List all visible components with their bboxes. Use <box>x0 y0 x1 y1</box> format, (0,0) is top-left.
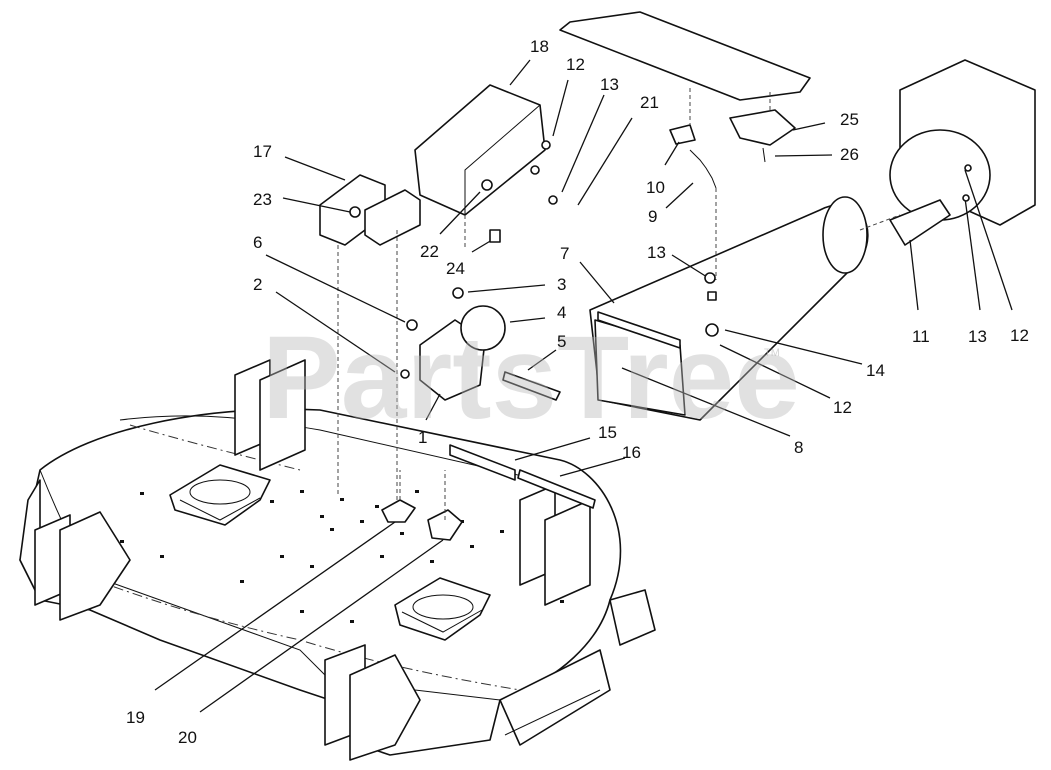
callout-25: 25 <box>840 110 859 129</box>
callout-7: 7 <box>560 244 569 263</box>
callout-17: 17 <box>253 142 272 161</box>
callout-2: 2 <box>253 275 262 294</box>
spindle-mount-upper <box>169 464 271 526</box>
leader-lines <box>154 59 1013 713</box>
baffle-fins <box>34 359 656 761</box>
callout-12c: 12 <box>1010 326 1029 345</box>
fasteners <box>349 140 972 379</box>
spindle-mount-lower <box>394 577 491 641</box>
callout-19: 19 <box>126 708 145 727</box>
callout-22: 22 <box>420 242 439 261</box>
callout-16: 16 <box>622 443 641 462</box>
callout-5: 5 <box>557 332 566 351</box>
callout-1: 1 <box>418 428 427 447</box>
mower-deck <box>19 359 656 761</box>
bagger-housing <box>889 59 1036 246</box>
callout-26: 26 <box>840 145 859 164</box>
discharge-chute <box>589 196 869 421</box>
knob-19 <box>381 499 416 523</box>
callout-12: 12 <box>566 55 585 74</box>
callout-12b: 12 <box>833 398 852 417</box>
callout-18: 18 <box>530 37 549 56</box>
callout-6: 6 <box>253 233 262 252</box>
callout-labels: 18 12 13 21 17 23 22 24 6 2 3 4 5 1 10 9… <box>126 37 1029 747</box>
callout-21: 21 <box>640 93 659 112</box>
callout-24: 24 <box>446 259 465 278</box>
top-plate <box>559 11 811 163</box>
callout-10: 10 <box>646 178 665 197</box>
callout-13: 13 <box>600 75 619 94</box>
callout-23: 23 <box>253 190 272 209</box>
spring-9 <box>689 149 717 189</box>
callout-13c: 13 <box>968 327 987 346</box>
callout-11: 11 <box>912 327 930 346</box>
callout-14: 14 <box>866 361 885 380</box>
ball-4 <box>460 305 506 351</box>
watermark: PartsTree <box>262 312 800 444</box>
callout-8: 8 <box>794 438 803 457</box>
callout-9: 9 <box>648 207 657 226</box>
callout-20: 20 <box>178 728 197 747</box>
callout-3: 3 <box>557 275 566 294</box>
watermark-trademark: TM <box>764 347 780 359</box>
callout-13b: 13 <box>647 243 666 262</box>
callout-4: 4 <box>557 303 566 322</box>
callout-15: 15 <box>598 423 617 442</box>
